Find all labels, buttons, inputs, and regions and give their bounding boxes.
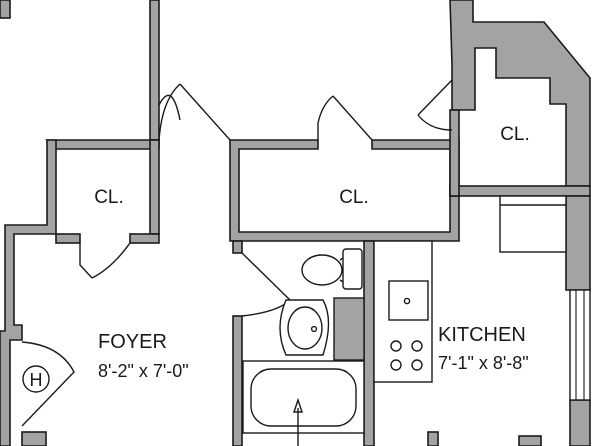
bath-chase	[333, 297, 365, 361]
closet-label-center: CL.	[339, 187, 369, 208]
burner	[411, 340, 423, 352]
toilet-bowl	[301, 254, 343, 286]
wall-left-outer	[0, 139, 57, 446]
toilet-tank	[342, 248, 363, 290]
wall-right-closet-bottom	[449, 185, 591, 197]
wall-bath-left-lower	[232, 315, 243, 446]
wall-bath-right	[363, 240, 375, 446]
door-center-closet-leaf	[317, 95, 334, 140]
burner	[390, 359, 402, 371]
wall-left-closet-top	[45, 139, 160, 150]
burner	[411, 359, 423, 371]
kitchen-window	[569, 289, 591, 401]
door-living-leaf	[179, 83, 231, 141]
wall-bath-left-upper	[232, 240, 243, 254]
burner	[390, 340, 402, 352]
door-left-closet-leaf	[79, 243, 93, 279]
heater-symbol: H	[30, 370, 43, 390]
wall-right-closet-jamb	[449, 109, 460, 197]
wall-tall-divider	[149, 0, 160, 141]
wall-kitchen-right	[565, 195, 591, 291]
wall-kitchen-right-lower	[569, 399, 591, 446]
wall-bottom-left-stub	[21, 431, 47, 446]
wall-bottom-right-stub	[518, 435, 542, 446]
wall-top-left	[0, 0, 11, 19]
wall-left-closet-bottom	[55, 233, 81, 244]
wall-bottom-kitchen-stub	[427, 431, 439, 446]
door-right-closet-leaf	[417, 79, 453, 116]
kitchen-fixtures	[373, 195, 567, 383]
closet-label-left: CL.	[94, 187, 124, 208]
door-bath-leaf	[241, 252, 291, 301]
wall-right-closet	[449, 0, 591, 187]
wall-left-closet-right	[149, 139, 160, 235]
door-entry-leaf	[21, 341, 75, 427]
room-name-foyer: FOYER	[98, 331, 167, 353]
heater-icon	[22, 365, 50, 393]
room-dimensions-foyer: 8'-2" x 7'-0"	[98, 361, 189, 381]
bathroom-fixtures	[242, 248, 365, 446]
closet-label-right: CL.	[500, 124, 530, 145]
room-dimensions-kitchen: 7'-1" x 8'-8"	[438, 353, 529, 373]
room-name-kitchen: KITCHEN	[438, 324, 526, 346]
labels: CL. CL. CL. FOYER 8'-2" x 7'-0" KITCHEN …	[94, 124, 530, 381]
wall-left-closet-bottom-right	[129, 233, 160, 244]
doors	[21, 79, 453, 427]
heater: H	[22, 365, 50, 393]
